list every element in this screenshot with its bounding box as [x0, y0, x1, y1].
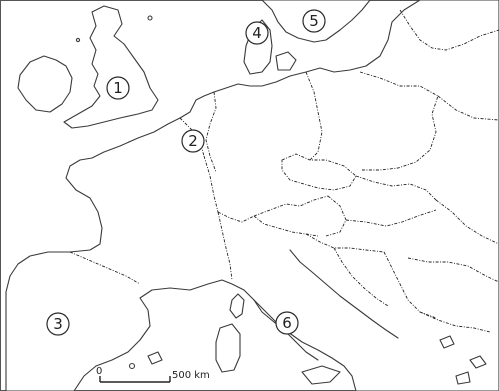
border-bosnia	[333, 247, 389, 307]
island-shetland	[147, 15, 153, 21]
sardinia-island	[215, 323, 241, 373]
scale-bar-start-label: 0	[96, 366, 102, 377]
border-romania-moldova	[435, 199, 499, 245]
aegean-island-3	[455, 371, 471, 385]
aegean-island-1	[439, 335, 455, 349]
marker-4-label: 4	[252, 24, 262, 42]
marker-1-label: 1	[113, 79, 123, 97]
marker-6-circle	[275, 311, 299, 335]
balearic-island	[147, 351, 163, 365]
marker-2-label: 2	[188, 132, 198, 150]
marker-5-label: 5	[309, 12, 319, 30]
border-czech	[281, 153, 357, 191]
marker-5-circle	[302, 9, 326, 33]
border-france-germany	[203, 155, 219, 213]
marker-2: 2	[181, 129, 205, 153]
marker-3-circle	[46, 312, 70, 336]
marker-6: 6	[275, 311, 299, 335]
border-austria-italy	[253, 215, 319, 237]
border-france-belgium	[179, 117, 205, 157]
zealand-island	[275, 51, 297, 71]
border-france-spain	[69, 251, 141, 285]
scale-bar-end-label: 500 km	[172, 370, 210, 381]
marker-1-circle	[106, 76, 130, 100]
border-bulgaria	[407, 257, 499, 283]
marker-5: 5	[302, 9, 326, 33]
marker-1: 1	[106, 76, 130, 100]
continental-europe-landmass	[5, 0, 499, 391]
sicily-island	[301, 365, 341, 385]
adriatic-coast	[289, 249, 399, 339]
border-poland-east	[359, 71, 439, 171]
border-serbia	[383, 251, 437, 319]
marker-3-label: 3	[53, 315, 63, 333]
border-hungary-romania	[345, 209, 437, 227]
corsica-island	[229, 293, 245, 319]
scale-bar: 0 500 km	[96, 366, 210, 383]
balearic-island-small	[128, 362, 136, 370]
border-slovakia-hungary	[355, 175, 437, 201]
marker-4-circle	[245, 21, 269, 45]
marker-4: 4	[245, 21, 269, 45]
border-baltic	[399, 9, 499, 51]
island-hebrides	[75, 37, 81, 43]
border-france-italy	[217, 211, 233, 281]
aegean-island-2	[469, 355, 487, 369]
border-germany-poland	[305, 71, 323, 161]
marker-3: 3	[46, 312, 70, 336]
border-germany-austria	[253, 195, 329, 217]
ireland-landmass	[17, 55, 73, 113]
marker-2-circle	[181, 129, 205, 153]
great-britain-landmass	[63, 5, 159, 129]
marker-6-label: 6	[282, 314, 292, 332]
border-belarus-ukraine	[437, 95, 499, 121]
border-france-switzerland	[217, 211, 255, 223]
